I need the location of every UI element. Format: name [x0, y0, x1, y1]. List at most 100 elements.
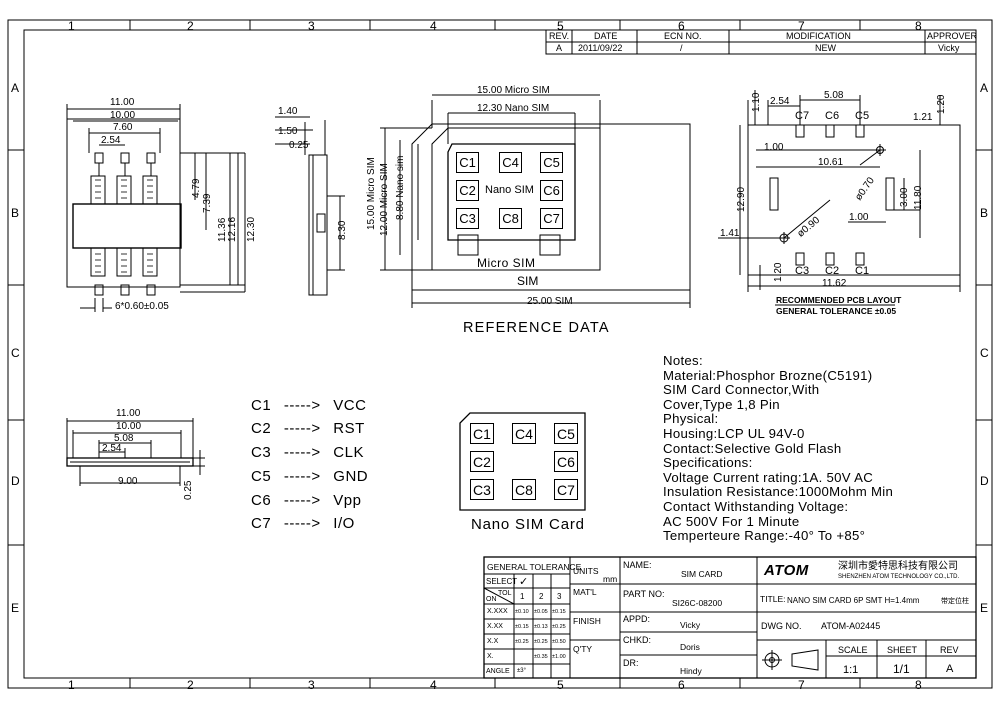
tol-row-value: ±0.35 [534, 654, 548, 660]
notes-line: Material:Phosphor Brozne(C5191) [663, 367, 873, 383]
pin-signal: VCC [333, 397, 367, 414]
pin-arrow: -----> [283, 515, 321, 532]
zone-row-a-right: A [980, 81, 989, 95]
front-dim-11: 11.00 [116, 408, 141, 419]
zone-col-3-bottom: 3 [308, 678, 315, 692]
rev-row-rev: A [556, 43, 563, 53]
matl-label: MAT'L [573, 587, 597, 597]
pin-arrow: -----> [283, 444, 321, 461]
dim-top-760: 7.60 [113, 122, 133, 133]
ref-contact-c4: C4 [499, 152, 522, 173]
nano-contact-c7: C7 [554, 479, 578, 500]
pin-signal: I/O [333, 515, 355, 532]
rev-row-date: 2011/09/22 [578, 43, 623, 53]
scale-value: 1:1 [843, 664, 859, 676]
pin-name: C5 [251, 468, 272, 485]
tol-row-value: ±0.25 [515, 639, 529, 645]
ref-sim-width: 25.00 SIM [527, 296, 573, 307]
dim-top-11: 11.00 [110, 97, 135, 108]
tol-row-value: ±0.15 [552, 609, 566, 615]
front-dim-900: 9.00 [118, 476, 138, 487]
pcb-label-c2: C2 [825, 265, 840, 277]
appd-label: APPD: [623, 614, 651, 624]
dim-side-140: 1.40 [278, 106, 298, 117]
nano-card-caption: Nano SIM Card [471, 516, 585, 533]
pin-map-row: C5 -----> GND [251, 469, 368, 484]
part-label: PART NO: [623, 589, 665, 599]
zone-col-2-bottom: 2 [187, 678, 194, 692]
zone-col-6: 6 [678, 19, 685, 33]
notes-line: Notes: [663, 353, 703, 368]
tolerance-col-3: 3 [557, 592, 562, 601]
zone-row-e: E [11, 601, 20, 615]
zone-col-1-bottom: 1 [68, 678, 75, 692]
zone-row-a: A [11, 81, 20, 95]
scale-label: SCALE [838, 645, 868, 655]
pin-signal: GND [333, 468, 369, 485]
notes-line: AC 500V For 1 Minute [663, 513, 800, 529]
zone-col-8: 8 [915, 19, 922, 33]
dr-value: Hindy [680, 666, 702, 676]
dim-top-10: 10.00 [110, 110, 136, 121]
zone-col-7-bottom: 7 [798, 678, 805, 692]
tol-row-name: ANGLE [486, 668, 510, 675]
nano-contact-c3: C3 [470, 479, 494, 500]
notes-line: Specifications: [663, 455, 753, 471]
dim-pitch: 6*0.60±0.05 [115, 301, 169, 312]
qty-label: Q'TY [573, 644, 593, 654]
pin-map-row: C3 -----> CLK [251, 445, 364, 460]
title-value-cn: 带定位柱 [941, 597, 969, 605]
tolerance-tol: TOL [498, 590, 512, 597]
pin-arrow: -----> [283, 468, 321, 485]
pin-map-row: C2 -----> RST [251, 421, 365, 436]
pcb-dim-121: 1.21 [913, 112, 933, 123]
tol-row-name: X.X [487, 638, 499, 645]
pin-name: C7 [251, 515, 272, 532]
nano-contact-c6: C6 [554, 451, 578, 472]
pcb-caption: RECOMMENDED PCB LAYOUT [776, 295, 902, 305]
company-name-cn: 深圳市愛特思科技有限公司 [838, 561, 958, 572]
tol-row-value: ±0.50 [552, 639, 566, 645]
dr-label: DR: [623, 658, 639, 668]
rev-header-ecn: ECN NO. [664, 31, 702, 41]
dwg-label: DWG NO. [761, 621, 802, 631]
tol-row-value: ±0.05 [534, 609, 548, 615]
appd-value: Vicky [680, 620, 701, 630]
pcb-dim-508: 5.08 [824, 90, 844, 101]
zone-col-4: 4 [430, 19, 437, 33]
ref-contact-c6: C6 [540, 180, 563, 201]
rev-row-ecn: / [680, 43, 683, 53]
pcb-dim-100a: 1.00 [764, 142, 784, 153]
tol-row-value: ±0.25 [534, 639, 548, 645]
pin-arrow: -----> [283, 492, 321, 509]
pin-name: C1 [251, 397, 272, 414]
part-value: SI26C-08200 [672, 598, 723, 608]
tolerance-check: ✓ [519, 576, 529, 588]
name-value: SIM CARD [681, 569, 723, 579]
rev-header-date: DATE [594, 31, 618, 41]
zone-row-e-right: E [980, 601, 989, 615]
nano-contact-c1: C1 [470, 423, 494, 444]
front-dim-10: 10.00 [116, 421, 142, 432]
sheet-label: SHEET [887, 645, 918, 655]
ref-sim-label: SIM [517, 274, 539, 288]
pcb-label-c7: C7 [795, 110, 810, 122]
tolerance-col-1: 1 [520, 592, 525, 601]
tol-row-value: ±0.13 [534, 624, 548, 630]
pcb-label-c3: C3 [795, 265, 810, 277]
ref-contact-c5: C5 [540, 152, 563, 173]
company-logo: ATOM [764, 562, 809, 579]
zone-row-d-right: D [980, 474, 989, 488]
zone-row-c: C [11, 346, 20, 360]
zone-col-5-bottom: 5 [557, 678, 564, 692]
units-value: mm [603, 574, 618, 584]
tolerance-col-2: 2 [539, 592, 544, 601]
nano-contact-c4: C4 [512, 423, 536, 444]
pcb-tolerance: GENERAL TOLERANCE ±0.05 [776, 306, 897, 316]
notes-line: Contact Withstanding Voltage: [663, 498, 849, 514]
zone-row-c-right: C [980, 346, 989, 360]
pin-signal: Vpp [333, 492, 362, 509]
chkd-label: CHKD: [623, 635, 652, 645]
rev-value: A [946, 663, 954, 675]
